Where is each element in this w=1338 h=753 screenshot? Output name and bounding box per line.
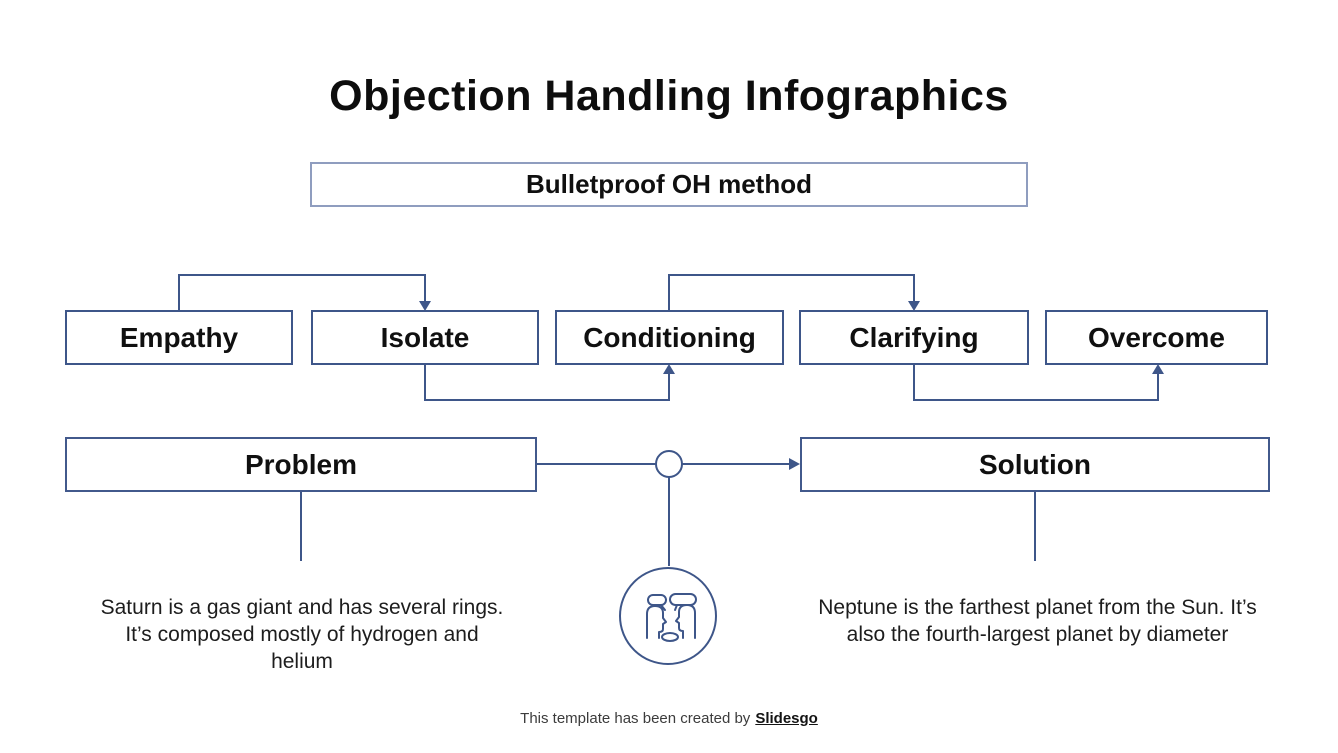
method-box-label: Bulletproof OH method bbox=[526, 169, 812, 199]
face-right-icon bbox=[675, 604, 696, 639]
small-bubble-icon bbox=[661, 632, 679, 642]
arrow-clarifying-to-overcome bbox=[913, 365, 1159, 401]
speech-bubble-left-tail bbox=[660, 604, 666, 611]
problem-box: Problem bbox=[65, 437, 537, 492]
arrowhead-up-icon bbox=[663, 364, 675, 374]
stage-label: Empathy bbox=[119, 321, 239, 353]
solution-box: Solution bbox=[800, 437, 1270, 492]
stage-label: Overcome bbox=[1088, 321, 1225, 353]
junction-circle bbox=[655, 450, 683, 478]
stage-box-isolate: Isolate bbox=[311, 310, 539, 365]
footer-text: This template has been created by bbox=[520, 710, 751, 727]
solution-description: Neptune is the farthest planet from the … bbox=[818, 596, 1257, 646]
arrow-isolate-to-conditioning bbox=[424, 365, 670, 401]
arrowhead-up-icon bbox=[1152, 364, 1164, 374]
arrow-empathy-to-isolate bbox=[178, 274, 426, 310]
arrowhead-right-icon bbox=[789, 458, 800, 470]
speech-bubble-right-tail bbox=[674, 604, 678, 611]
problem-label: Problem bbox=[244, 448, 358, 480]
speech-bubble-left-icon bbox=[647, 594, 667, 606]
problem-description: Saturn is a gas giant and has several ri… bbox=[100, 596, 504, 673]
stage-box-conditioning: Conditioning bbox=[555, 310, 784, 365]
method-box: Bulletproof OH method bbox=[310, 162, 1028, 207]
slidesgo-link[interactable]: Slidesgo bbox=[755, 710, 818, 727]
stage-box-clarifying: Clarifying bbox=[799, 310, 1029, 365]
slide-title: Objection Handling Infographics bbox=[329, 72, 1009, 120]
solution-label: Solution bbox=[979, 448, 1091, 480]
stage-box-overcome: Overcome bbox=[1045, 310, 1268, 365]
stage-label: Clarifying bbox=[849, 321, 979, 353]
arrow-conditioning-to-clarifying bbox=[668, 274, 915, 310]
face-left-icon bbox=[646, 605, 667, 639]
stage-label: Isolate bbox=[380, 321, 470, 353]
conversation-icon bbox=[619, 567, 717, 665]
icon-circle bbox=[619, 567, 717, 665]
stage-box-empathy: Empathy bbox=[65, 310, 293, 365]
stage-label: Conditioning bbox=[583, 321, 756, 353]
